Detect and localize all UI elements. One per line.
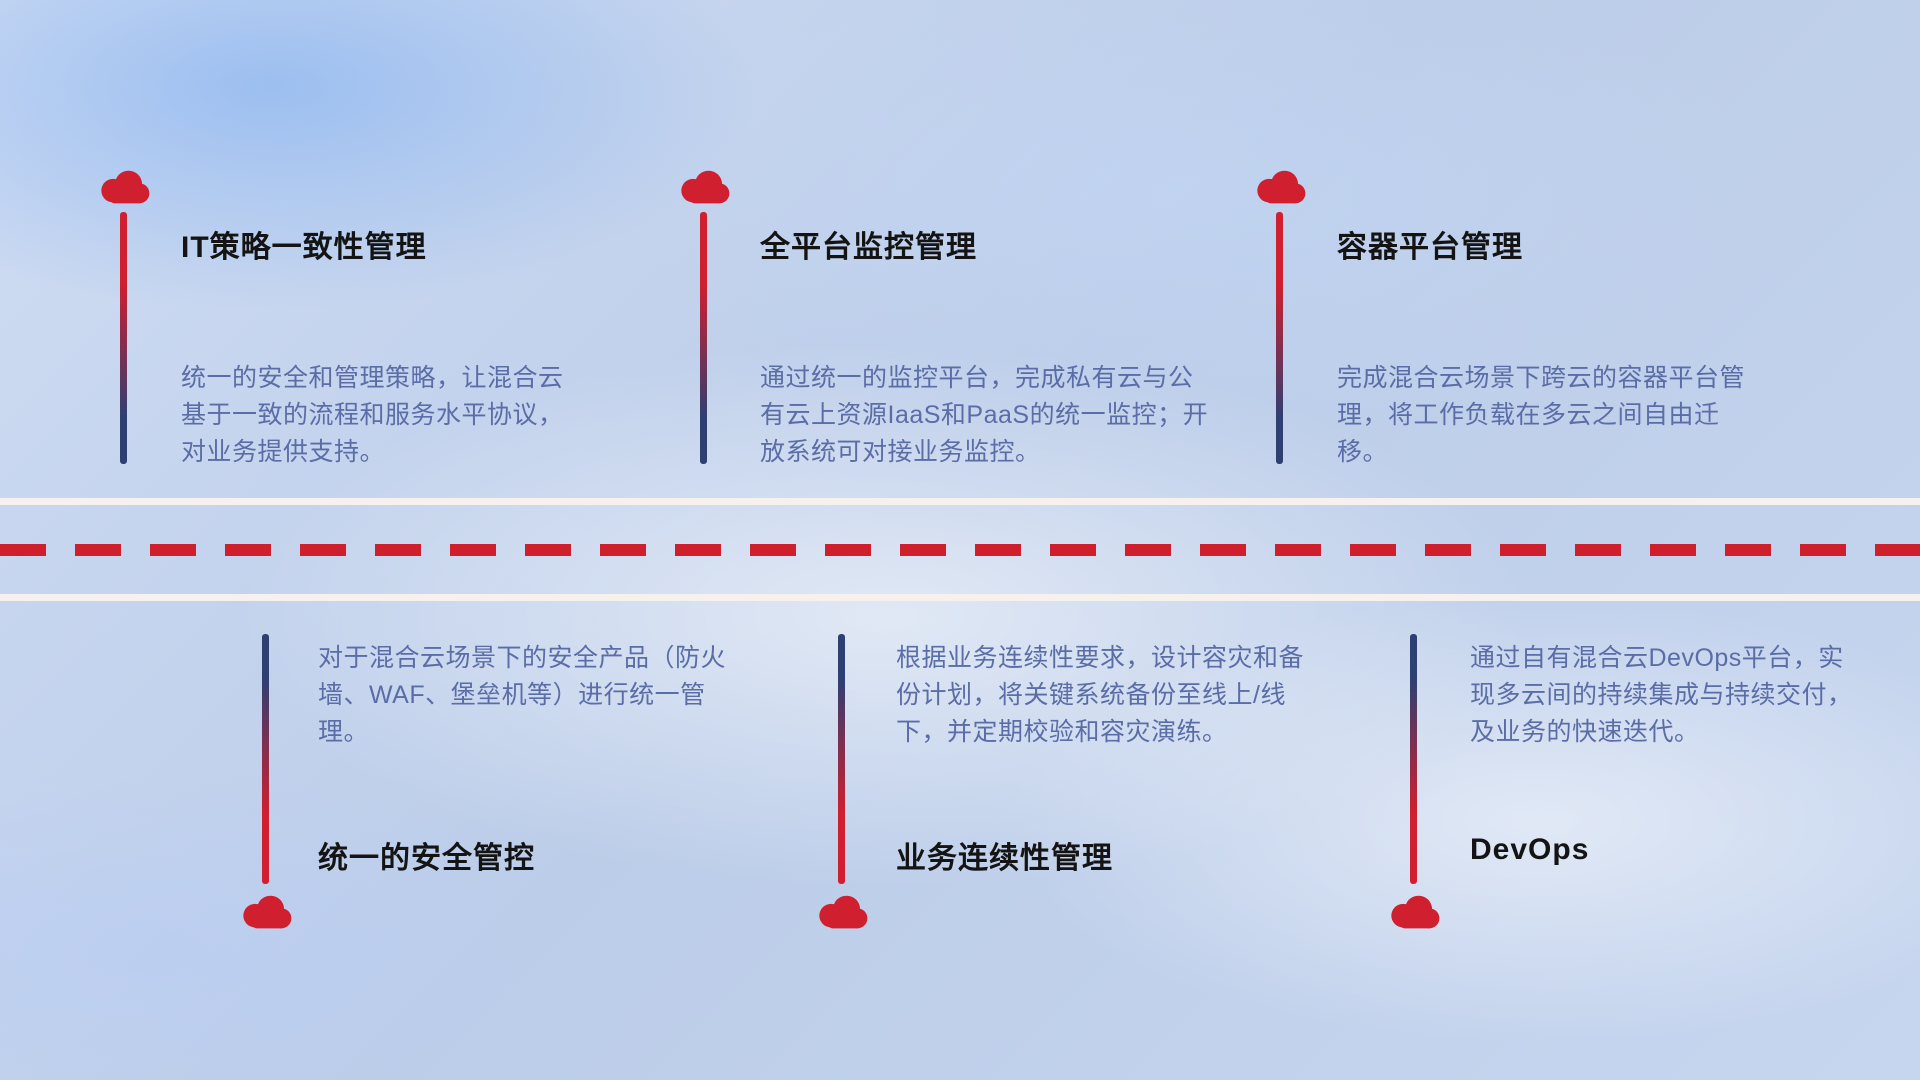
road-center-dashed-line <box>0 544 1920 556</box>
item-description: 通过统一的监控平台，完成私有云与公有云上资源IaaS和PaaS的统一监控；开放系… <box>760 364 1209 466</box>
item-title: 全平台监控管理 <box>760 231 977 264</box>
item-title: 业务连续性管理 <box>896 842 1113 875</box>
item-description: 完成混合云场景下跨云的容器平台管理，将工作负载在多云之间自由迁移。 <box>1337 364 1746 466</box>
item-title: IT策略一致性管理 <box>181 231 427 264</box>
connector-line <box>700 212 707 464</box>
connector-line <box>120 212 127 464</box>
connector-line <box>838 634 845 884</box>
cloud-icon <box>813 893 871 931</box>
connector-line <box>1410 634 1417 884</box>
connector-line <box>262 634 269 884</box>
item-description: 通过自有混合云DevOps平台，实现多云间的持续集成与持续交付，及业务的快速迭代… <box>1470 644 1853 746</box>
item-title: 统一的安全管控 <box>318 842 535 875</box>
cloud-icon <box>1251 168 1309 206</box>
cloud-icon <box>675 168 733 206</box>
item-description: 对于混合云场景下的安全产品（防火墙、WAF、堡垒机等）进行统一管理。 <box>318 644 727 746</box>
item-description: 根据业务连续性要求，设计容灾和备份计划，将关键系统备份至线上/线下，并定期校验和… <box>896 644 1305 746</box>
item-title: DevOps <box>1470 833 1590 866</box>
road-top-line <box>0 498 1920 505</box>
item-description: 统一的安全和管理策略，让混合云基于一致的流程和服务水平协议，对业务提供支持。 <box>181 364 564 466</box>
cloud-icon <box>1385 893 1443 931</box>
connector-line <box>1276 212 1283 464</box>
cloud-icon <box>95 168 153 206</box>
cloud-icon <box>237 893 295 931</box>
item-title: 容器平台管理 <box>1337 231 1523 264</box>
road-bottom-line <box>0 594 1920 601</box>
